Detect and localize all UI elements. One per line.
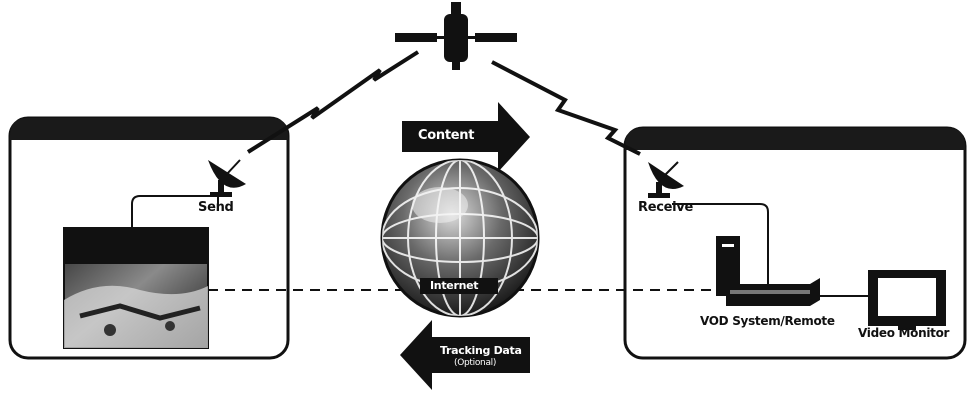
tracking-data-label: Tracking Data <box>440 344 522 357</box>
receive-dish-icon <box>648 161 684 198</box>
downlink-lightning-icon <box>491 60 641 156</box>
internet-label-bg <box>420 278 498 294</box>
video-monitor-label: Video Monitor <box>858 326 950 340</box>
receiver-panel-header <box>625 128 965 150</box>
globe-icon <box>380 158 540 318</box>
source-video-photo <box>63 227 209 349</box>
vod-box-icon <box>716 236 820 306</box>
vod-system-label: VOD System/Remote <box>700 314 835 328</box>
tracking-optional-label: (Optional) <box>454 358 497 368</box>
arrow-right-icon <box>402 102 530 172</box>
satellite-icon <box>395 2 517 70</box>
send-label: Send <box>198 200 234 215</box>
content-label: Content <box>418 128 475 143</box>
send-cable <box>131 195 219 228</box>
monitor-icon <box>868 270 946 330</box>
send-dish-icon <box>208 159 246 197</box>
sender-panel-header <box>10 118 288 140</box>
receive-label: Receive <box>638 200 693 215</box>
arrow-left-icon <box>400 320 530 390</box>
uplink-lightning-icon <box>246 50 420 154</box>
receive-cable <box>672 203 769 286</box>
internet-label: Internet <box>430 279 479 292</box>
